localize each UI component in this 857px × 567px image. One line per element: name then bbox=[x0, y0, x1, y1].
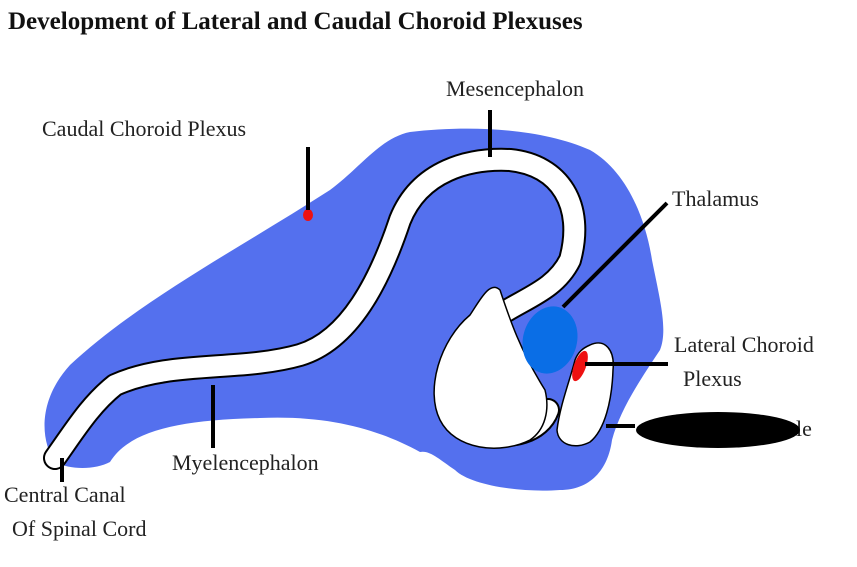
diagram-title: Development of Lateral and Caudal Choroi… bbox=[8, 8, 583, 35]
lateral-ventricle bbox=[556, 342, 614, 447]
lateral-choroid-plexus-shape bbox=[572, 350, 588, 382]
label-central-canal-line2: Of Spinal Cord bbox=[12, 516, 146, 541]
label-thalamus: Thalamus bbox=[672, 186, 759, 211]
pointer-thalamus bbox=[561, 201, 669, 309]
label-lateral-choroid-line2: Plexus bbox=[683, 366, 742, 391]
label-mesencephalon: Mesencephalon bbox=[446, 76, 584, 101]
caudal-choroid-plexus-shape bbox=[303, 209, 313, 221]
redaction-blot bbox=[636, 412, 800, 448]
label-central-canal-line1: Central Canal bbox=[4, 482, 126, 507]
thalamus-shape bbox=[522, 306, 578, 374]
label-lateral-choroid-line1: Lateral Choroid bbox=[674, 332, 814, 357]
label-myelencephalon: Myelencephalon bbox=[172, 450, 319, 475]
inner-lumen bbox=[433, 286, 548, 449]
label-caudal-choroid-plexus: Caudal Choroid Plexus bbox=[42, 116, 246, 141]
label-lateral-ventricle-partial: le bbox=[796, 416, 812, 441]
